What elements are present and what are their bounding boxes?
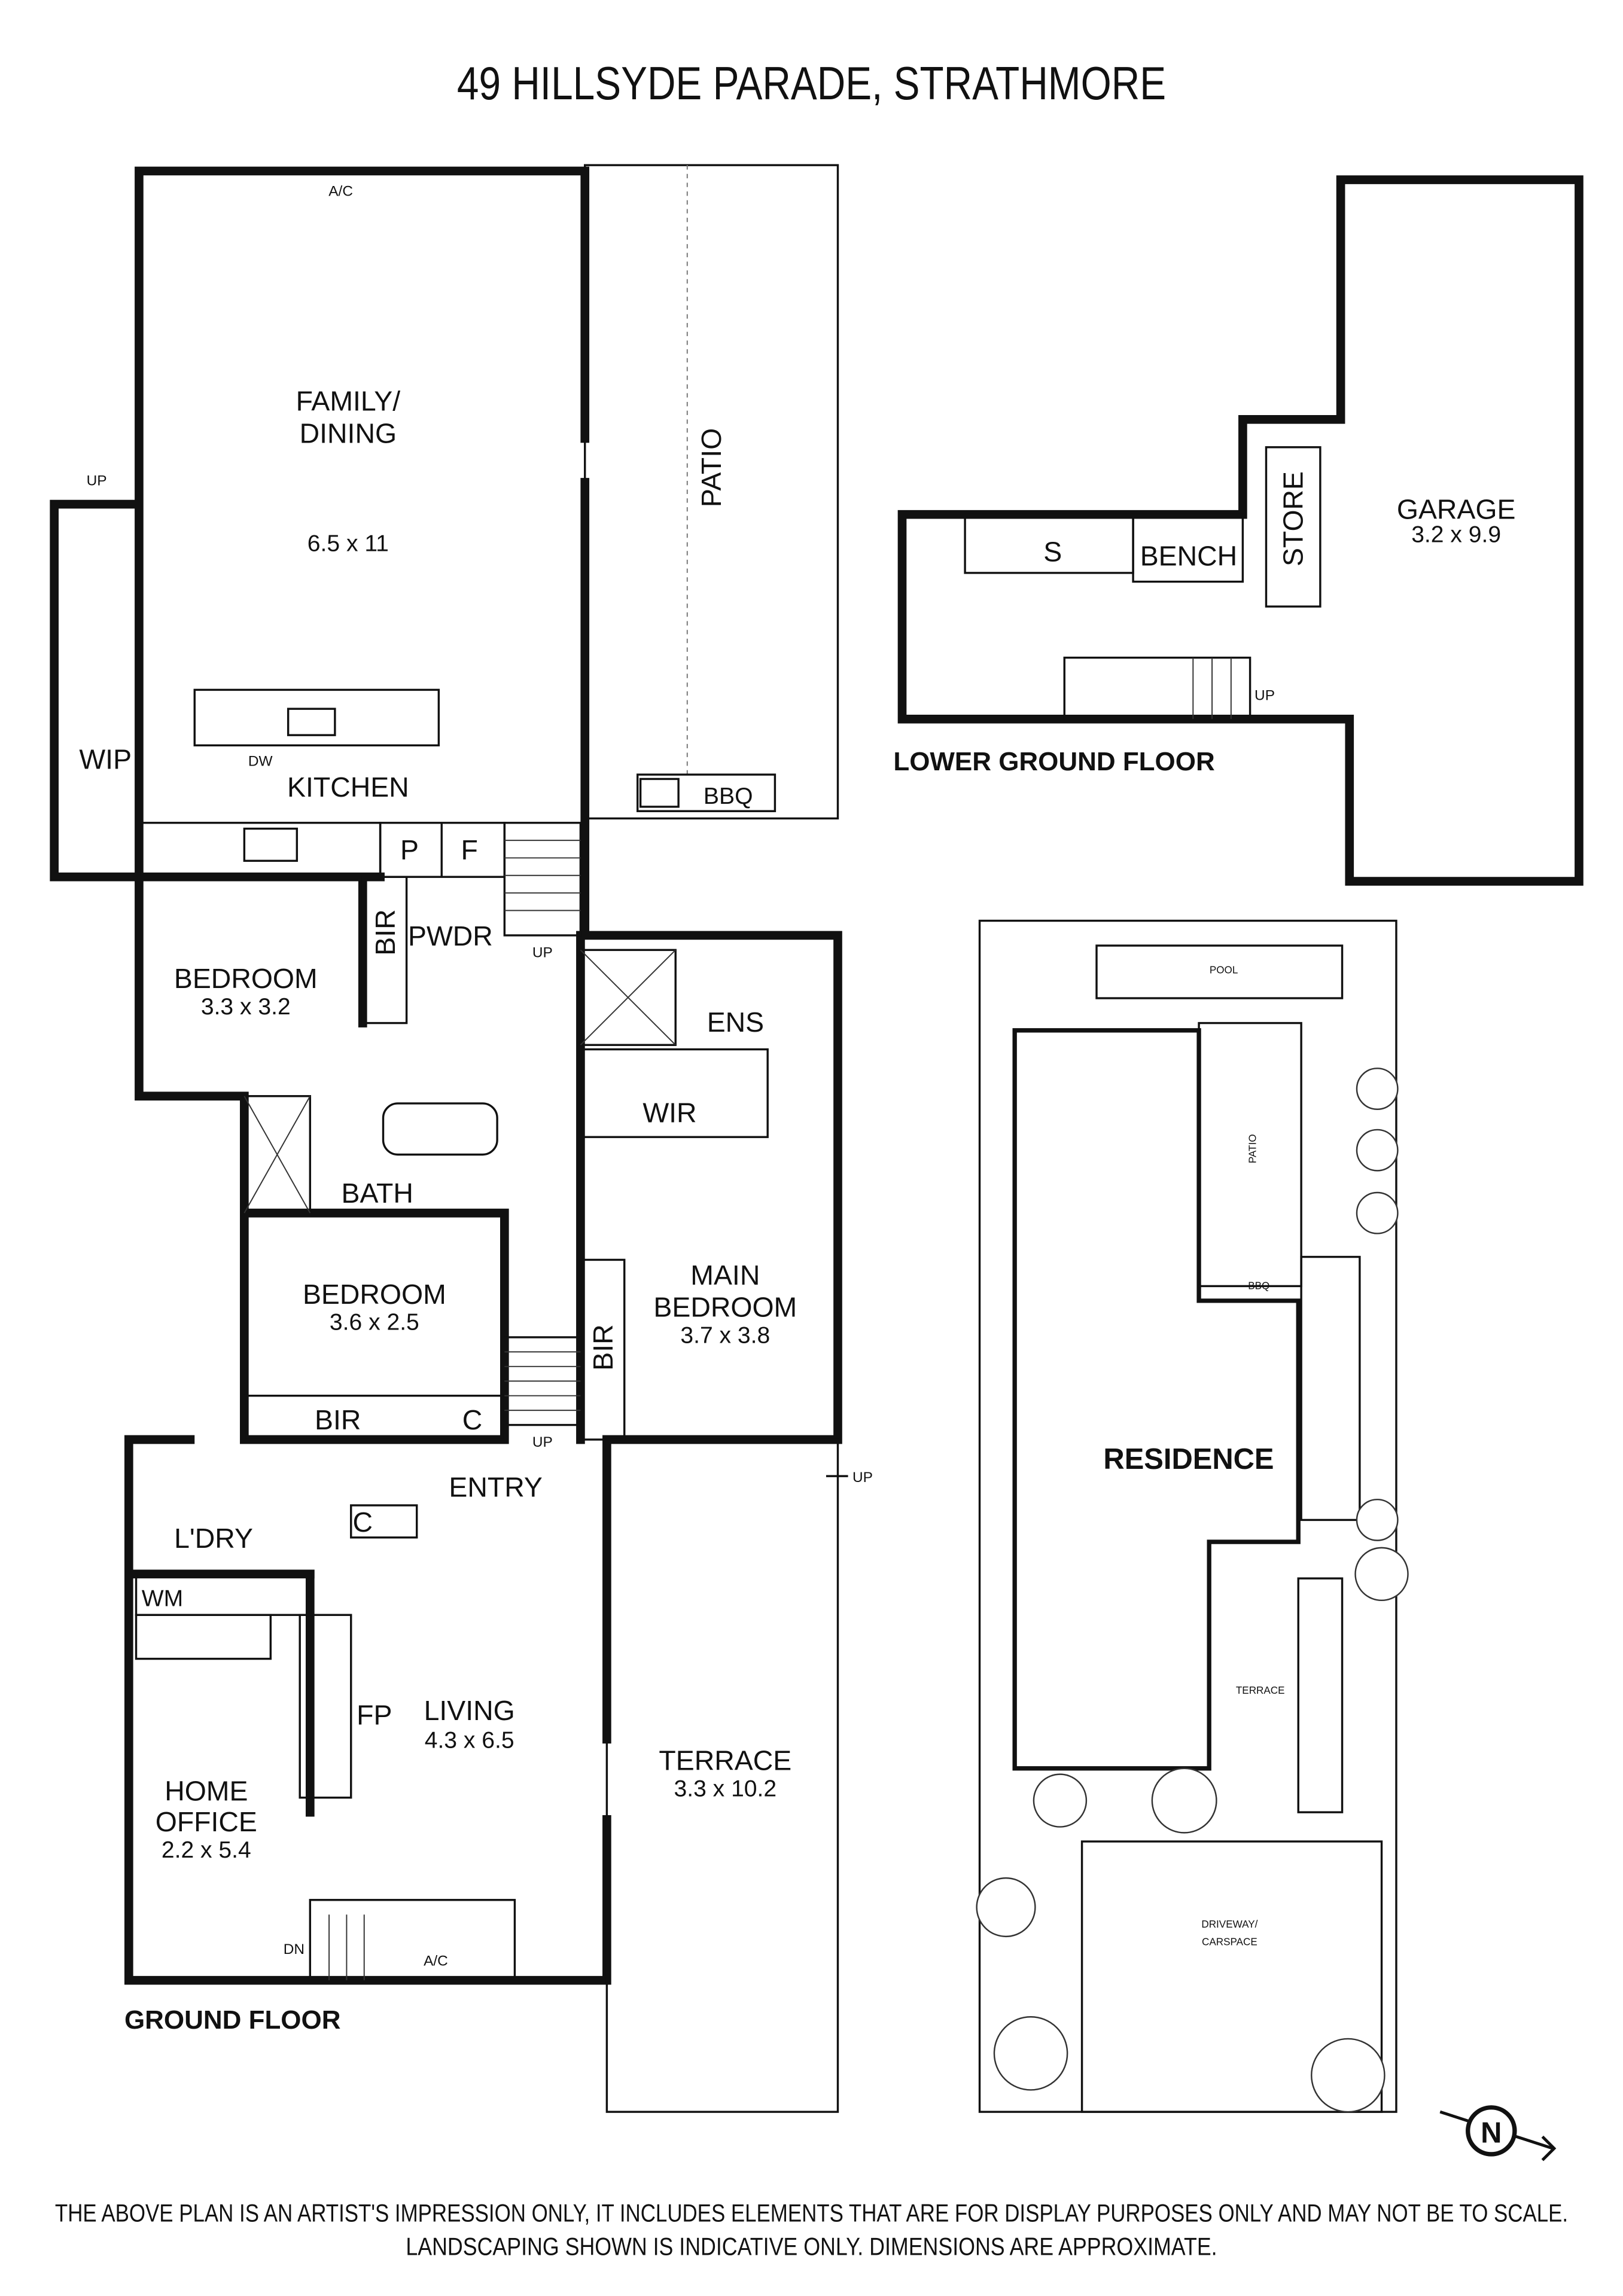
label-up-entry: UP bbox=[532, 1434, 553, 1450]
label-cupboard-hall: C bbox=[462, 1404, 483, 1435]
label-home-office-1: HOME bbox=[165, 1776, 248, 1807]
label-entry: ENTRY bbox=[449, 1471, 542, 1502]
label-s: S bbox=[1043, 536, 1062, 567]
disclaimer-line-2: LANDSCAPING SHOWN IS INDICATIVE ONLY. DI… bbox=[406, 2233, 1217, 2261]
terrace-area bbox=[605, 1438, 839, 2113]
label-bath: BATH bbox=[342, 1178, 413, 1209]
label-pwdr: PWDR bbox=[408, 920, 493, 952]
label-store: STORE bbox=[1278, 471, 1309, 566]
label-living: LIVING bbox=[424, 1695, 515, 1726]
label-cupboard-laundry: C bbox=[353, 1507, 373, 1538]
kitchen-island bbox=[193, 688, 440, 746]
label-up-terrace: UP bbox=[852, 1469, 873, 1486]
dim-main-bedroom: 3.7 x 3.8 bbox=[680, 1323, 770, 1349]
label-pool: POOL bbox=[1210, 964, 1238, 975]
label-bir-bed2: BIR bbox=[315, 1404, 361, 1435]
label-dw: DW bbox=[248, 753, 273, 769]
ground-floor-labels: FAMILY/ DINING 6.5 x 11 KITCHEN PATIO BB… bbox=[79, 183, 873, 2034]
stairs-down bbox=[309, 1899, 516, 1981]
dim-terrace: 3.3 x 10.2 bbox=[674, 1776, 777, 1801]
pool bbox=[1095, 944, 1344, 999]
site-plan: POOL PATIO BBQ RESIDENCE TERRACE DRIVEWA… bbox=[976, 919, 1409, 2113]
label-up-lower: UP bbox=[1254, 688, 1275, 704]
label-driveway-2: CARSPACE bbox=[1202, 1937, 1257, 1948]
fireplace bbox=[299, 1614, 352, 1799]
label-patio-site: PATIO bbox=[1247, 1134, 1258, 1163]
label-pantry: P bbox=[400, 834, 419, 865]
label-main-bedroom-1: MAIN bbox=[690, 1260, 760, 1291]
label-terrace-site: TERRACE bbox=[1236, 1685, 1285, 1696]
label-family-dining-2: DINING bbox=[300, 417, 397, 449]
label-wip: WIP bbox=[79, 743, 132, 775]
north-label: N bbox=[1481, 2117, 1502, 2149]
stairs-lower bbox=[1063, 656, 1251, 720]
bbq-unit bbox=[636, 773, 777, 812]
label-driveway-1: DRIVEWAY/ bbox=[1201, 1919, 1257, 1930]
label-garage: GARAGE bbox=[1397, 494, 1516, 525]
label-bedroom1: BEDROOM bbox=[174, 963, 318, 994]
label-laundry: L'DRY bbox=[174, 1523, 253, 1554]
label-dn: DN bbox=[284, 1941, 304, 1957]
label-fp: FP bbox=[357, 1700, 392, 1731]
label-wm: WM bbox=[142, 1586, 183, 1612]
north-arrow-icon: N bbox=[1439, 2105, 1557, 2161]
label-main-bedroom-2: BEDROOM bbox=[653, 1292, 797, 1323]
lower-ground-floor-plan: S BENCH STORE GARAGE 3.2 x 9.9 UP LOWER … bbox=[893, 175, 1584, 886]
label-patio: PATIO bbox=[696, 428, 727, 507]
label-bedroom2: BEDROOM bbox=[303, 1279, 446, 1310]
dim-living: 4.3 x 6.5 bbox=[425, 1728, 514, 1754]
lower-ground-floor-label: LOWER GROUND FLOOR bbox=[893, 747, 1214, 776]
bathtub bbox=[382, 1102, 498, 1156]
label-home-office-2: OFFICE bbox=[156, 1806, 257, 1837]
label-ac-top: A/C bbox=[328, 183, 353, 199]
label-bir-bed1: BIR bbox=[370, 909, 401, 955]
dim-bedroom1: 3.3 x 3.2 bbox=[201, 994, 291, 1020]
kitchen-counter bbox=[138, 822, 382, 878]
label-bir-main: BIR bbox=[587, 1324, 619, 1370]
label-up-wip: UP bbox=[87, 472, 107, 489]
label-terrace: TERRACE bbox=[659, 1745, 791, 1776]
label-kitchen: KITCHEN bbox=[287, 772, 409, 803]
cooktop-icon bbox=[243, 827, 299, 862]
dim-home-office: 2.2 x 5.4 bbox=[162, 1837, 251, 1863]
label-ac-bottom: A/C bbox=[424, 1953, 448, 1969]
dim-family-dining: 6.5 x 11 bbox=[307, 530, 389, 556]
stairs-kitchen bbox=[503, 822, 582, 937]
label-family-dining-1: FAMILY/ bbox=[296, 386, 401, 417]
label-ens: ENS bbox=[707, 1007, 764, 1038]
ground-floor-plan bbox=[50, 164, 848, 2113]
label-bbq: BBQ bbox=[704, 783, 753, 809]
label-up-kitchen: UP bbox=[532, 945, 553, 961]
label-residence: RESIDENCE bbox=[1103, 1443, 1274, 1475]
label-fridge: F bbox=[461, 834, 478, 865]
dim-bedroom2: 3.6 x 2.5 bbox=[330, 1310, 419, 1335]
label-bench: BENCH bbox=[1140, 541, 1237, 572]
label-bbq-site: BBQ bbox=[1248, 1280, 1269, 1291]
ground-floor-label: GROUND FLOOR bbox=[124, 2005, 341, 2035]
label-wir: WIR bbox=[642, 1097, 696, 1129]
dim-garage: 3.2 x 9.9 bbox=[1411, 522, 1501, 548]
disclaimer-line-1: THE ABOVE PLAN IS AN ARTIST'S IMPRESSION… bbox=[55, 2199, 1568, 2227]
page-title: 49 HILLSYDE PARADE, STRATHMORE bbox=[457, 57, 1166, 109]
